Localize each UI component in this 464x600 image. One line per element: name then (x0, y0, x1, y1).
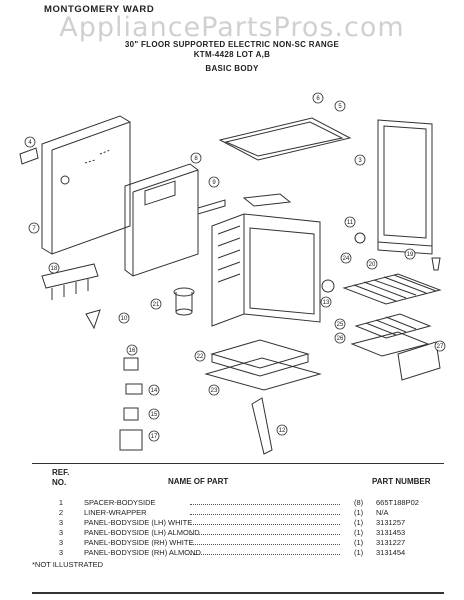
ref-column-header: REF. (52, 468, 70, 477)
callout-number: 26 (337, 336, 344, 342)
part-name: SPACER-BODYSIDE (84, 498, 156, 507)
parts-row: 3 PANEL-BODYSIDE (LH) WHITE (1) 3131257 (40, 518, 440, 528)
quantity: (1) (354, 548, 364, 557)
callout-number: 12 (279, 428, 286, 434)
parts-row: 3 PANEL-BODYSIDE (RH) ALMOND (1) 3131454 (40, 548, 440, 558)
callout-number: 4 (28, 140, 32, 146)
callout-number: 20 (369, 262, 376, 268)
base-frame-drawing (204, 357, 322, 391)
diagram-title: 30" FLOOR SUPPORTED ELECTRIC NON-SC RANG… (124, 40, 340, 49)
callout-number: 13 (323, 300, 330, 306)
callout-number: 16 (129, 348, 136, 354)
terminal-block-drawing (41, 263, 101, 330)
callout-number: 11 (347, 220, 354, 226)
part-number-column-header: PART NUMBER (372, 477, 431, 486)
oven-liner-drawing (211, 193, 321, 327)
part-name: PANEL-BODYSIDE (RH) WHITE (84, 538, 194, 547)
leader-line (190, 544, 340, 545)
callout-number: 3 (358, 158, 362, 164)
model-number: KTM-4428 LOT A,B (193, 50, 271, 59)
part-name-column-header: NAME OF PART (168, 477, 229, 486)
small-parts-drawing (119, 357, 143, 451)
rear-panel-drawing (124, 163, 199, 277)
callout-number: 5 (338, 104, 342, 110)
part-number: 665T188P02 (376, 498, 419, 507)
page-bottom-rule (32, 592, 444, 594)
ref-number: 3 (58, 528, 64, 537)
callout-number: 25 (337, 322, 344, 328)
ref-number: 1 (58, 498, 64, 507)
callout-number: 6 (316, 96, 320, 102)
knob-drawing (354, 232, 366, 244)
left-side-panel-drawing (41, 115, 131, 255)
leader-line (190, 514, 340, 515)
quantity: (1) (354, 528, 364, 537)
footnote: *NOT ILLUSTRATED (32, 560, 103, 569)
brand-name: MONTGOMERY WARD (44, 4, 155, 15)
ref-number: 3 (58, 548, 64, 557)
ref-number: 2 (58, 508, 64, 517)
grommet-drawing (321, 279, 335, 293)
ref-number: 3 (58, 538, 64, 547)
part-number: 3131257 (376, 518, 406, 527)
callout-number: 10 (121, 316, 128, 322)
storage-drawer-drawing (210, 339, 310, 377)
section-title: BASIC BODY (205, 64, 259, 73)
ref-number: 3 (58, 518, 64, 527)
leader-line (190, 534, 340, 535)
callout-number: 7 (32, 226, 36, 232)
parts-row: 2 LINER-WRAPPER (1) N/A (40, 508, 440, 518)
callout-number: 23 (211, 388, 218, 394)
callout-number: 22 (197, 354, 204, 360)
broiler-pan-drawing (350, 331, 430, 357)
oven-rack-drawing (342, 273, 442, 305)
callout-number: 8 (194, 156, 198, 162)
watermark: AppliancePartsPros.com (59, 12, 405, 43)
strip-drawing (197, 199, 226, 215)
part-number: 3131453 (376, 528, 406, 537)
quantity: (8) (354, 498, 364, 507)
parts-row: 1 SPACER-BODYSIDE (8) 665T188P02 (40, 498, 440, 508)
part-name: PANEL-BODYSIDE (LH) ALMOND (84, 528, 200, 537)
leader-line (190, 524, 340, 525)
leader-line (190, 504, 340, 505)
cylinder-drawing (173, 287, 195, 316)
quantity: (1) (354, 518, 364, 527)
leg-bracket-drawing (251, 397, 273, 455)
leader-line (190, 554, 340, 555)
callout-number: 18 (51, 266, 58, 272)
part-number: N/A (376, 508, 389, 517)
callout-number: 17 (151, 434, 158, 440)
broiler-grid-drawing (354, 313, 432, 339)
right-side-panel-drawing (377, 119, 433, 255)
callout-number: 15 (151, 412, 158, 418)
quantity: (1) (354, 508, 364, 517)
part-number: 3131454 (376, 548, 406, 557)
leveling-leg-drawing (431, 257, 441, 271)
callout-number: 9 (212, 180, 216, 186)
part-number: 3131227 (376, 538, 406, 547)
parts-row: 3 PANEL-BODYSIDE (RH) WHITE (1) 3131227 (40, 538, 440, 548)
table-top-rule (32, 463, 444, 464)
part-name: PANEL-BODYSIDE (RH) ALMOND (84, 548, 201, 557)
exploded-parts-diagram: 6 5 4 7 9 8 3 11 18 21 24 19 20 25 26 27 22 23 10 16 14 15 17 1… (0, 78, 464, 458)
ref-column-header-line2: NO. (52, 478, 67, 487)
quantity: (1) (354, 538, 364, 547)
bracket-drawing (19, 147, 39, 165)
callout-number: 21 (153, 302, 160, 308)
drawer-liner-drawing (397, 341, 441, 381)
callout-number: 24 (343, 256, 350, 262)
part-name: PANEL-BODYSIDE (LH) WHITE (84, 518, 193, 527)
part-name: LINER-WRAPPER (84, 508, 147, 517)
callout-number: 19 (407, 252, 414, 258)
parts-row: 3 PANEL-BODYSIDE (LH) ALMOND (1) 3131453 (40, 528, 440, 538)
callout-number: 27 (437, 344, 444, 350)
parts-list: 1 SPACER-BODYSIDE (8) 665T188P02 2 LINER… (40, 498, 440, 558)
top-cover-drawing (218, 117, 352, 161)
callout-number: 14 (151, 388, 158, 394)
